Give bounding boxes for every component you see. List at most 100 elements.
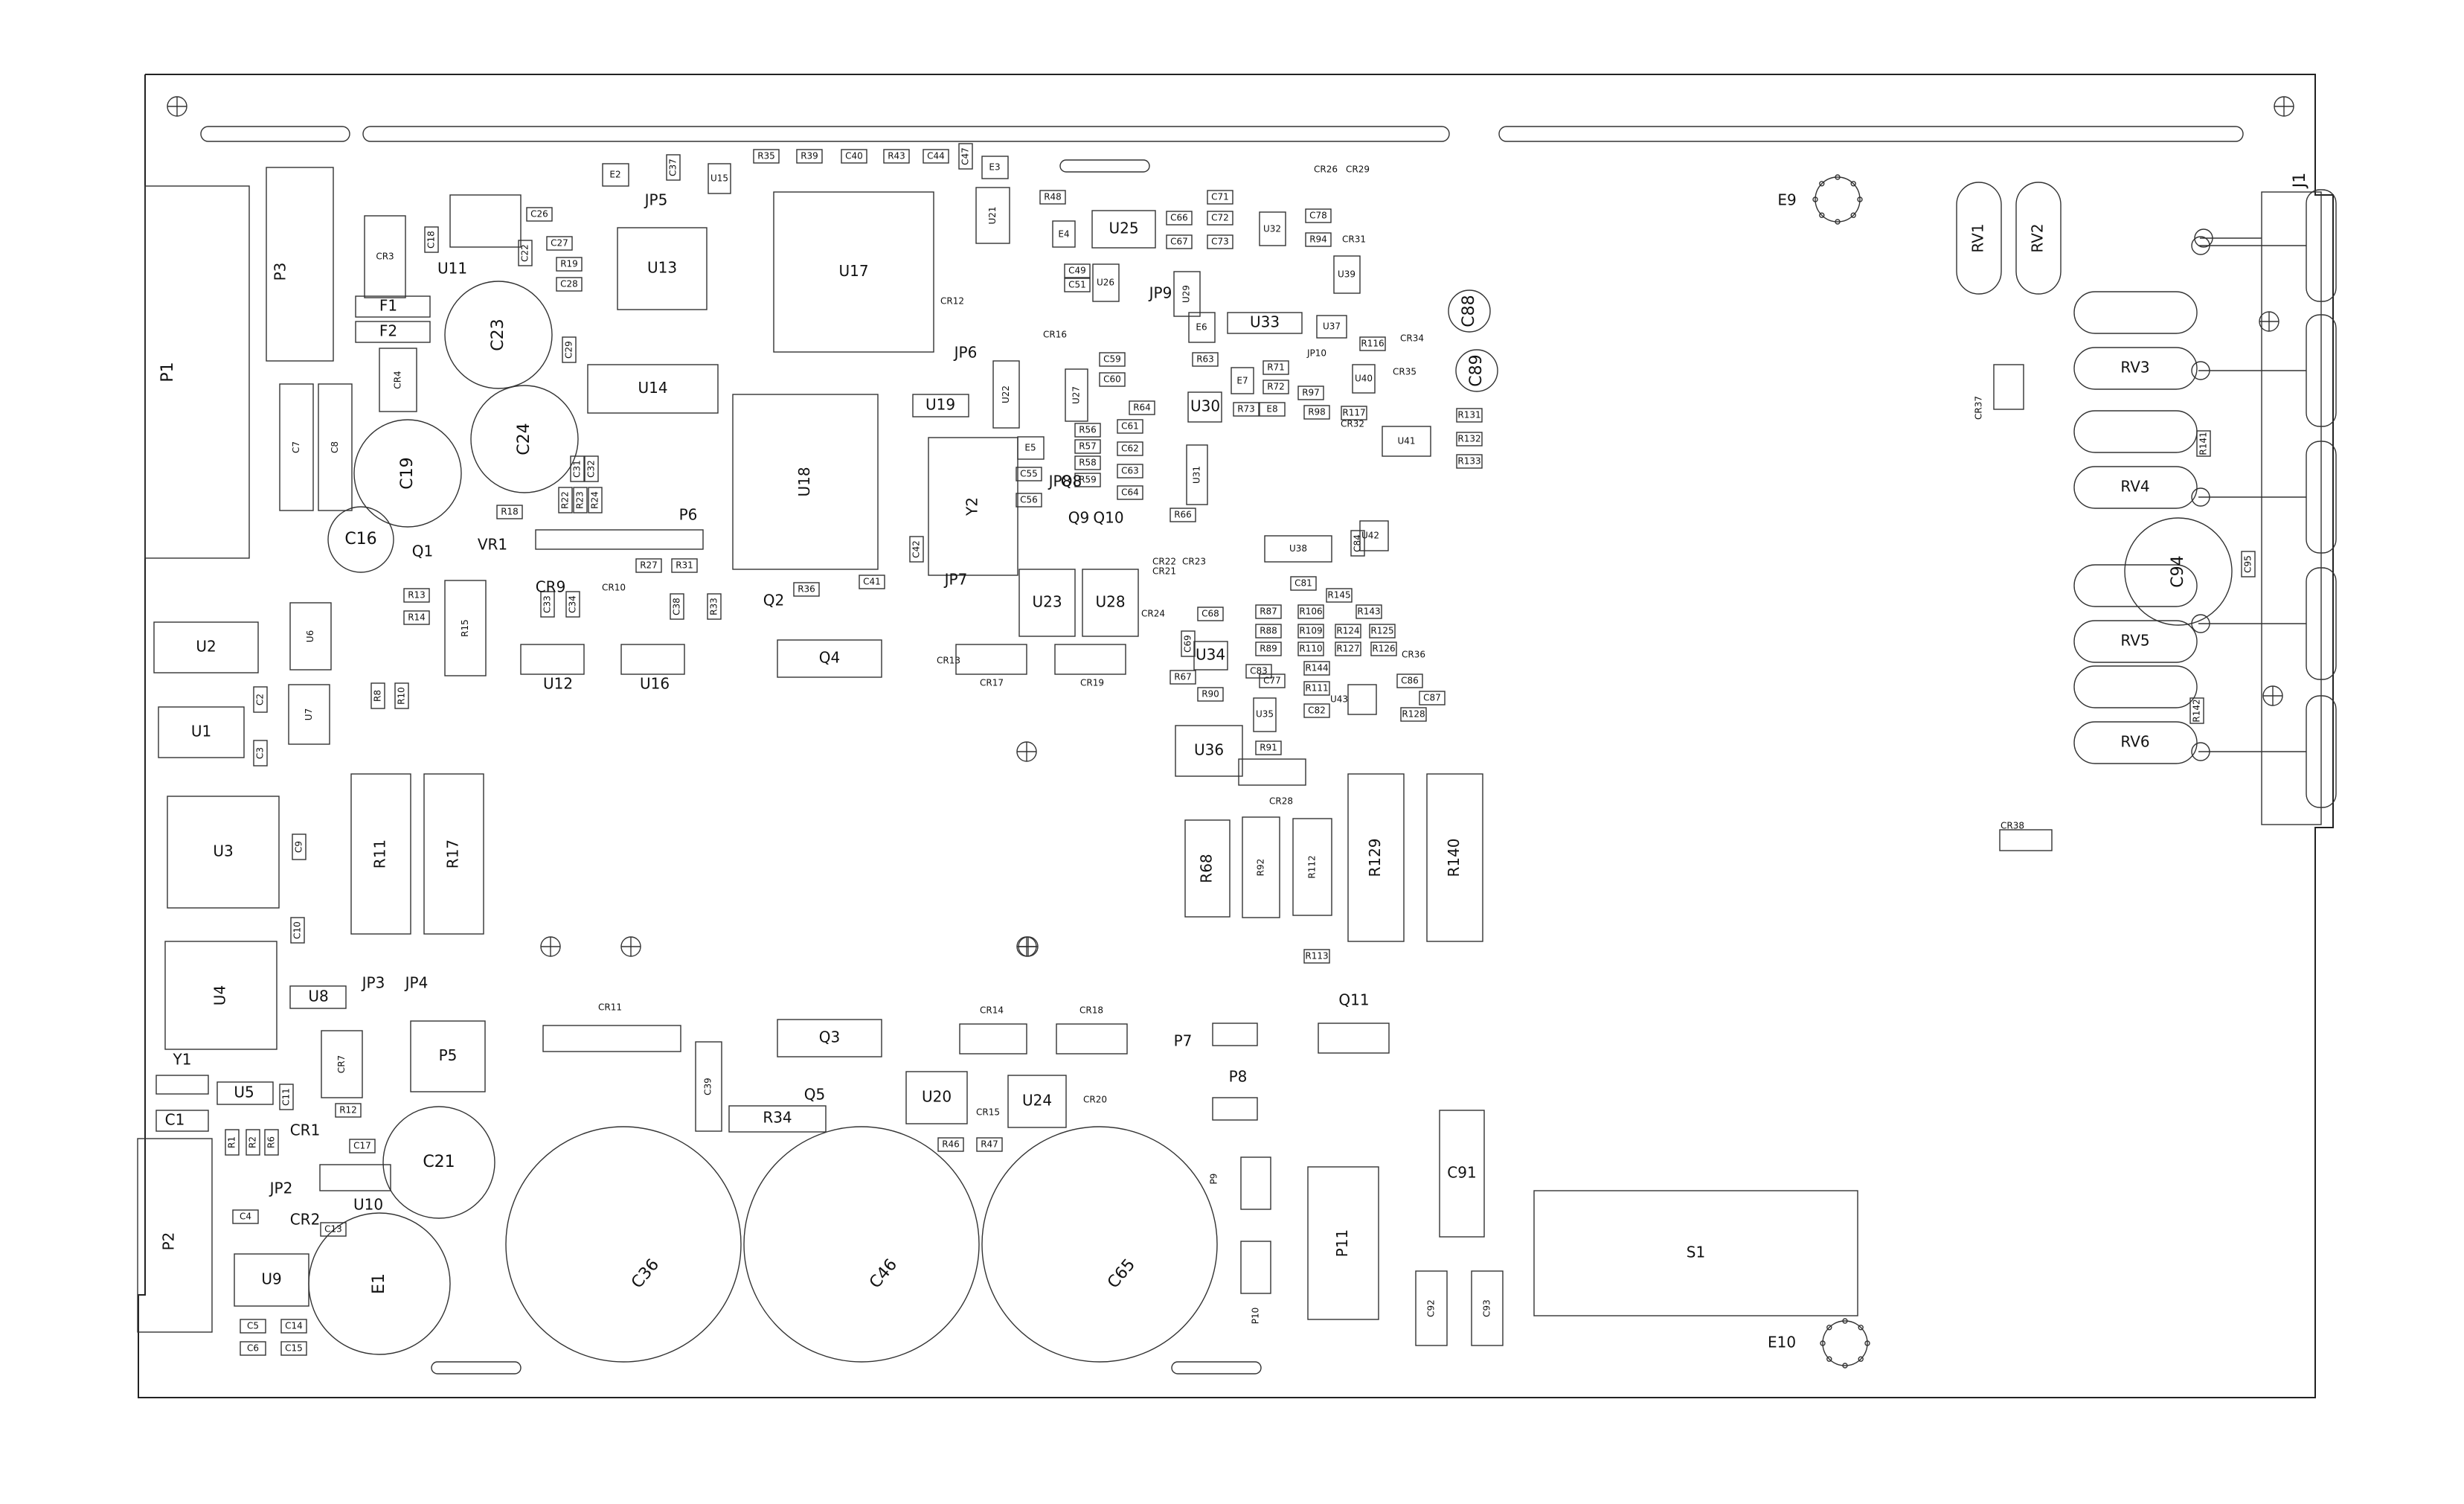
- label-e7: E7: [1236, 376, 1248, 386]
- part-u37: [1316, 315, 1347, 339]
- component-u2: [153, 621, 259, 673]
- label-rv2: RV2: [2029, 223, 2047, 252]
- label-c42: C42: [911, 540, 922, 558]
- component-u3: [167, 796, 280, 909]
- label-r8: R8: [373, 690, 383, 702]
- label-u21: U21: [987, 206, 998, 224]
- label-r109: R109: [1299, 626, 1322, 636]
- part-p10: [1240, 1241, 1271, 1294]
- jack-barrel: [2306, 441, 2337, 554]
- part-u16: [620, 644, 685, 675]
- component-c93: [1471, 1270, 1504, 1346]
- trimmer-rv4: [2073, 466, 2198, 509]
- label-cr23: CR23: [1182, 557, 1206, 567]
- passive-c33: [540, 591, 555, 618]
- label-r48: R48: [1044, 192, 1062, 202]
- component-s1: [1533, 1190, 1858, 1316]
- component-u27: [1065, 368, 1088, 422]
- passive-c42: [909, 536, 924, 563]
- part-u32: [1259, 211, 1286, 246]
- trimmer-rv3: [2073, 347, 2198, 390]
- component-r17: [423, 773, 484, 935]
- label-r57: R57: [1079, 441, 1097, 452]
- passive-r31: [671, 558, 698, 573]
- label-c47: C47: [960, 147, 971, 165]
- label-u38: U38: [1289, 543, 1307, 554]
- connector-p3: [266, 167, 334, 362]
- part-u40: [1352, 364, 1376, 394]
- label-r73: R73: [1237, 404, 1255, 415]
- label-cr35: CR35: [1393, 367, 1417, 377]
- star-pad-dot: [1835, 174, 1841, 180]
- label-c59: C59: [1103, 354, 1121, 365]
- passive-c78: [1305, 208, 1332, 223]
- label-r19: R19: [560, 259, 578, 269]
- passive-c9: [292, 833, 307, 860]
- label-c3: C3: [255, 747, 266, 759]
- passive-c37: [666, 154, 681, 181]
- label-c7: C7: [291, 441, 301, 453]
- capacitor-c23: [444, 281, 553, 389]
- label-cr7: CR7: [336, 1055, 347, 1073]
- label-cr32: CR32: [1341, 419, 1364, 429]
- label-u22: U22: [1001, 385, 1011, 403]
- label-jp5: JP5: [644, 191, 668, 209]
- part-u30: [1187, 391, 1222, 423]
- label-c5: C5: [247, 1321, 259, 1331]
- label-q9: Q9: [1068, 509, 1089, 527]
- label-u11: U11: [437, 260, 467, 278]
- label-u20: U20: [922, 1088, 952, 1106]
- label-u43: U43: [1330, 694, 1348, 705]
- label-c26: C26: [530, 209, 548, 220]
- label-jp9: JP9: [1148, 284, 1172, 302]
- part-u19: [912, 394, 969, 417]
- passive-r12: [335, 1103, 362, 1118]
- label-rv3: RV3: [2120, 359, 2149, 377]
- label-u42: U42: [1361, 531, 1379, 541]
- part-u42: [1359, 520, 1389, 551]
- capacitor-e1: [308, 1212, 451, 1355]
- label-e1: E1: [370, 1273, 388, 1294]
- label-q11: Q11: [1338, 991, 1369, 1009]
- component-u36: [1175, 725, 1243, 777]
- label-r97: R97: [1302, 388, 1320, 398]
- passive-r63: [1192, 352, 1219, 367]
- label-c83: C83: [1250, 666, 1268, 676]
- label-r23: R23: [575, 491, 585, 509]
- label-r113: R113: [1305, 951, 1328, 961]
- label-r33: R33: [709, 598, 719, 615]
- component-u18: [732, 394, 879, 570]
- label-c68: C68: [1201, 609, 1219, 619]
- jack-pin: [2194, 228, 2213, 248]
- passive-c5: [240, 1319, 266, 1334]
- part-e2: [602, 163, 629, 187]
- label-r142: R142: [2192, 699, 2202, 722]
- star-pad-dot: [1819, 212, 1825, 218]
- part-u8: [289, 985, 347, 1009]
- label-p1: P1: [158, 362, 177, 382]
- label-r128: R128: [1402, 709, 1425, 720]
- label-c63: C63: [1121, 466, 1139, 476]
- passive-r97: [1297, 385, 1324, 400]
- passive-r128: [1400, 707, 1427, 722]
- label-rv4: RV4: [2120, 478, 2149, 496]
- passive-r132: [1456, 432, 1483, 447]
- star-pad: [1815, 176, 1861, 223]
- passive-c73: [1207, 234, 1233, 249]
- label-p7: P7: [1174, 1032, 1193, 1050]
- passive-r33: [707, 593, 722, 620]
- label-u18: U18: [795, 467, 813, 496]
- jack-barrel: [2306, 695, 2337, 808]
- star-pad-dot: [1820, 1340, 1826, 1346]
- component-cr4: [379, 348, 417, 412]
- label-r10: R10: [397, 687, 407, 705]
- passive-r71: [1263, 360, 1289, 375]
- passive-r142: [2189, 697, 2204, 724]
- part-cr19: [1054, 644, 1126, 675]
- label-r87: R87: [1260, 607, 1277, 617]
- label-r124: R124: [1336, 626, 1359, 636]
- label-r98: R98: [1308, 407, 1326, 417]
- label-u17: U17: [838, 262, 868, 280]
- part-cr14: [959, 1023, 1027, 1055]
- passive-c6: [240, 1341, 266, 1356]
